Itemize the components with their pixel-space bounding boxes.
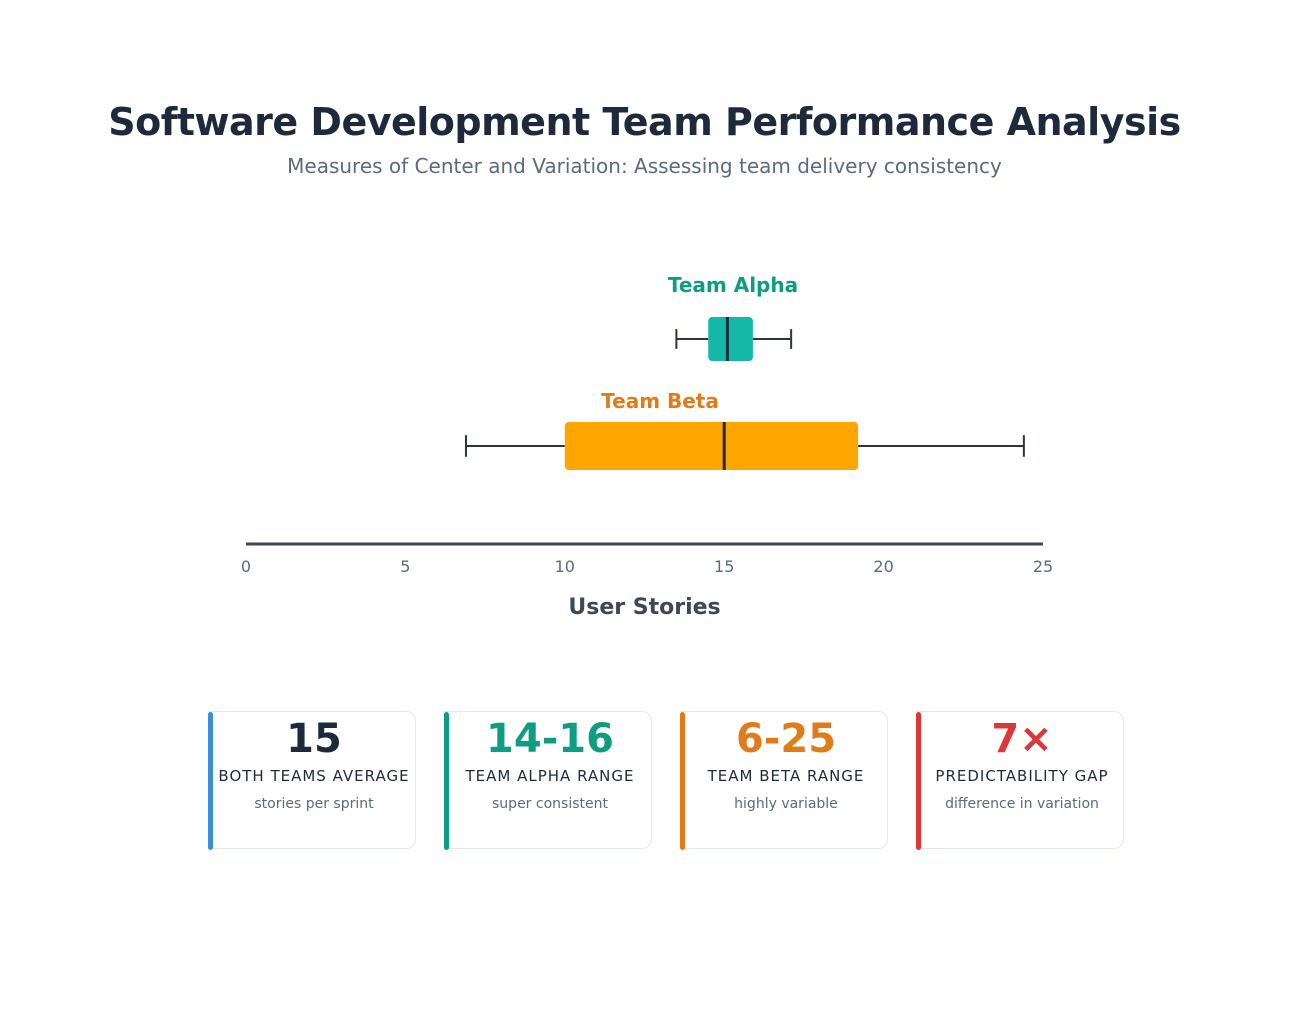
stat-card-average: 15 BOTH TEAMS AVERAGE stories per sprint (208, 711, 416, 850)
stat-note: highly variable (734, 796, 838, 812)
x-tick-label: 5 (400, 557, 410, 576)
stat-value: 7× (991, 716, 1053, 762)
card-accent-bar (444, 712, 449, 850)
stat-card-beta-range: 6-25 TEAM BETA RANGE highly variable (680, 711, 888, 850)
stat-card-predictability-gap: 7× PREDICTABILITY GAP difference in vari… (916, 711, 1124, 850)
iqr-box (708, 317, 753, 361)
x-tick-label: 0 (241, 557, 251, 576)
stat-cards: 15 BOTH TEAMS AVERAGE stories per sprint… (208, 711, 1128, 851)
series-label: Team Beta (601, 389, 719, 413)
page-title: Software Development Team Performance An… (108, 100, 1181, 144)
stat-label: TEAM BETA RANGE (707, 767, 865, 785)
card-accent-bar (680, 712, 685, 850)
stat-note: stories per sprint (254, 796, 374, 812)
stat-note: super consistent (492, 796, 608, 812)
stat-value: 14-16 (486, 716, 614, 762)
card-accent-bar (916, 712, 921, 850)
card-accent-bar (208, 712, 213, 850)
stat-label: BOTH TEAMS AVERAGE (218, 767, 410, 785)
x-tick-label: 15 (714, 557, 734, 576)
stat-card-alpha-range: 14-16 TEAM ALPHA RANGE super consistent (444, 711, 652, 850)
iqr-box (564, 422, 859, 470)
x-tick-label: 10 (555, 557, 575, 576)
stat-label: PREDICTABILITY GAP (935, 767, 1109, 785)
stat-note: difference in variation (945, 796, 1099, 812)
stat-value: 6-25 (735, 716, 837, 762)
stat-value: 15 (286, 716, 342, 762)
x-tick-label: 20 (873, 557, 893, 576)
series-label: Team Alpha (668, 273, 798, 297)
stat-label: TEAM ALPHA RANGE (465, 767, 635, 785)
page-subtitle: Measures of Center and Variation: Assess… (287, 154, 1002, 178)
x-tick-label: 25 (1033, 557, 1053, 576)
x-axis-title: User Stories (568, 595, 720, 620)
